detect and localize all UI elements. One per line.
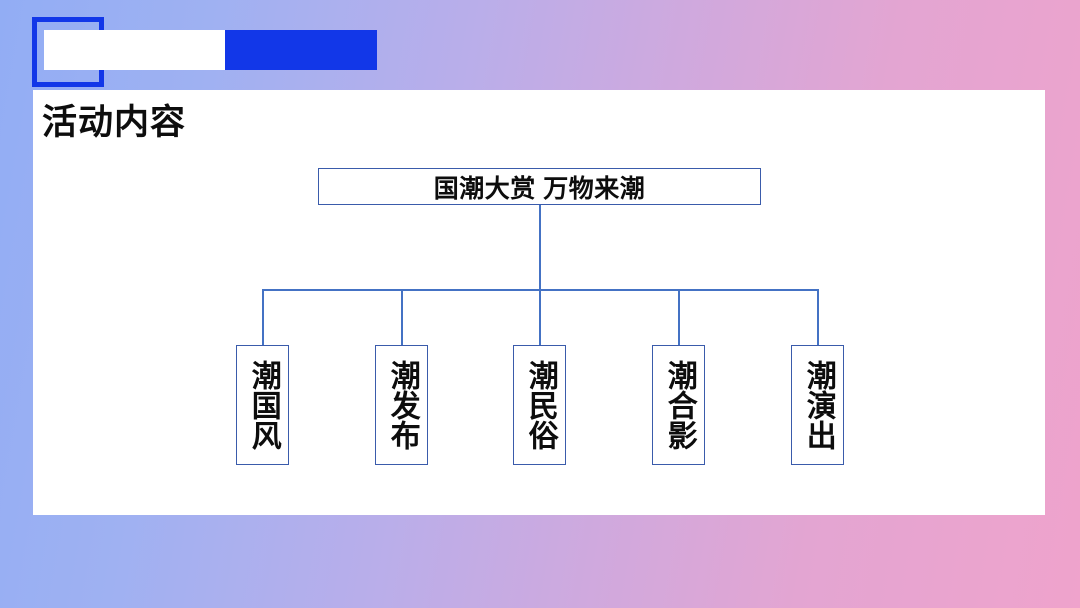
chart-root-node[interactable]: 国潮大赏 万物来潮 <box>318 168 761 205</box>
chart-leaf-node-5[interactable]: 潮演出 <box>791 345 844 465</box>
chart-leaf-node-4[interactable]: 潮合影 <box>652 345 705 465</box>
connector-drop-1 <box>262 289 264 346</box>
connector-drop-5 <box>817 289 819 346</box>
chart-leaf-label-4: 潮合影 <box>662 360 696 450</box>
content-panel: 活动内容 国潮大赏 万物来潮 潮国风 潮发布 潮 <box>33 90 1045 515</box>
chart-leaf-node-3[interactable]: 潮民俗 <box>513 345 566 465</box>
chart-leaf-label-1: 潮国风 <box>246 360 280 450</box>
chart-leaf-label-3: 潮民俗 <box>523 360 557 450</box>
chart-leaf-label-5: 潮演出 <box>801 360 835 450</box>
connector-drop-2 <box>401 289 403 346</box>
org-chart: 国潮大赏 万物来潮 潮国风 潮发布 潮民俗 潮合影 <box>33 90 1045 515</box>
connector-drop-3 <box>539 289 541 346</box>
chart-root-label: 国潮大赏 万物来潮 <box>433 174 646 203</box>
decoration-blue-bar <box>225 30 377 70</box>
page-title: 活动内容 <box>42 103 187 142</box>
chart-leaf-node-2[interactable]: 潮发布 <box>375 345 428 465</box>
chart-leaf-label-2: 潮发布 <box>385 360 419 450</box>
chart-leaf-node-1[interactable]: 潮国风 <box>236 345 289 465</box>
connector-drop-4 <box>678 289 680 346</box>
decoration-white-bar <box>44 30 225 70</box>
connector-root-stem <box>539 205 541 290</box>
